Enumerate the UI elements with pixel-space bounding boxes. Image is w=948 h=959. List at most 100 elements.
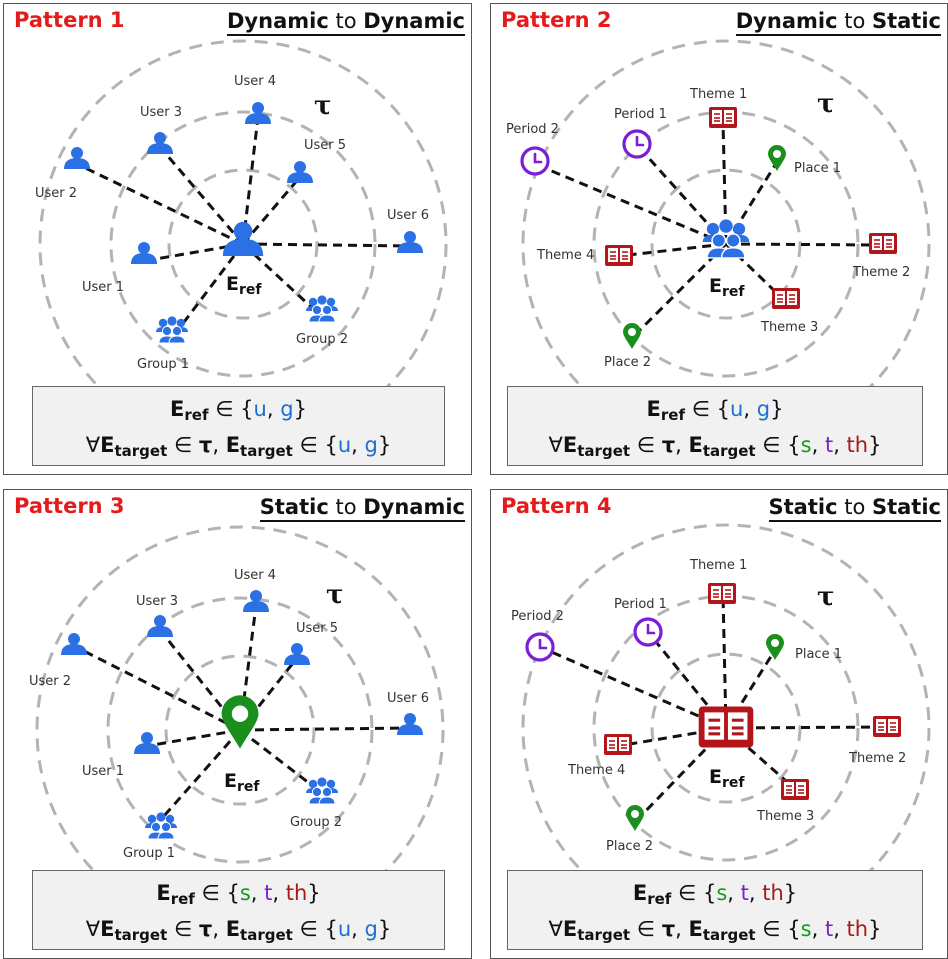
pin-icon bbox=[766, 634, 784, 660]
label-group2: Group 2 bbox=[290, 815, 342, 830]
formula-line-ref: Eref ∈ {s, t, th} bbox=[632, 881, 798, 908]
edge-theme2 bbox=[725, 242, 880, 247]
user-icon bbox=[131, 242, 157, 264]
edge-group1 bbox=[173, 243, 245, 335]
book-icon bbox=[603, 733, 633, 756]
pin-icon bbox=[623, 323, 641, 349]
label-theme2: Theme 2 bbox=[848, 751, 906, 766]
label-user4: User 4 bbox=[234, 74, 276, 89]
clock-icon bbox=[525, 632, 555, 662]
edge-user6 bbox=[239, 726, 411, 732]
clock-icon bbox=[633, 617, 663, 647]
group-icon bbox=[155, 315, 189, 344]
ref-book-icon bbox=[697, 704, 755, 750]
user-icon bbox=[397, 713, 423, 735]
formula-box: Eref ∈ {s, t, th} ∀Etarget ∈ τ, Etarget … bbox=[507, 870, 923, 950]
label-theme4: Theme 4 bbox=[536, 248, 594, 263]
eref-label: Eref bbox=[709, 275, 745, 300]
group-icon bbox=[305, 776, 339, 805]
ring-inner bbox=[167, 168, 319, 320]
ring-inner bbox=[650, 168, 802, 320]
tau-symbol: τ bbox=[314, 91, 332, 121]
book-icon bbox=[868, 232, 898, 255]
label-place2: Place 2 bbox=[606, 839, 653, 854]
pin-icon bbox=[626, 805, 644, 831]
panel-title: Pattern 3 bbox=[14, 494, 125, 518]
formula-line-target: ∀Etarget ∈ τ, Etarget ∈ {s, t, th} bbox=[548, 917, 882, 944]
panel-header: Dynamic to Dynamic bbox=[227, 8, 465, 36]
formula-box: Eref ∈ {s, t, th} ∀Etarget ∈ τ, Etarget … bbox=[32, 870, 445, 950]
label-user6: User 6 bbox=[387, 208, 429, 223]
user-icon bbox=[147, 615, 173, 637]
user-icon bbox=[147, 132, 173, 154]
label-place1: Place 1 bbox=[794, 161, 841, 176]
edge-user3 bbox=[158, 146, 245, 245]
formula-line-ref: Eref ∈ {s, t, th} bbox=[156, 881, 321, 908]
formula-line-target: ∀Etarget ∈ τ, Etarget ∈ {s, t, th} bbox=[548, 433, 882, 460]
ring-inner bbox=[164, 654, 316, 806]
book-icon bbox=[872, 715, 902, 738]
edge-user2 bbox=[73, 644, 241, 732]
label-theme1: Theme 1 bbox=[689, 558, 747, 573]
pattern-3-panel: Pattern 3 Static to Dynamic User 1 User … bbox=[3, 489, 472, 959]
eref-label: Eref bbox=[224, 770, 260, 795]
user-icon bbox=[287, 161, 313, 183]
panel-header: Static to Static bbox=[768, 494, 941, 522]
book-icon bbox=[604, 244, 634, 267]
edge-group2 bbox=[239, 728, 323, 795]
eref-label: Eref bbox=[709, 766, 745, 791]
label-theme4: Theme 4 bbox=[567, 763, 625, 778]
pin-icon bbox=[768, 145, 786, 171]
edge-theme2 bbox=[725, 725, 886, 730]
label-group2: Group 2 bbox=[296, 332, 348, 347]
label-user3: User 3 bbox=[136, 594, 178, 609]
label-group1: Group 1 bbox=[123, 846, 175, 861]
label-user4: User 4 bbox=[234, 568, 276, 583]
label-place1: Place 1 bbox=[795, 647, 842, 662]
pattern-2-panel: Pattern 2 Dynamic to Static Theme 1 Them… bbox=[490, 3, 948, 475]
edge-period2 bbox=[534, 162, 727, 246]
pattern-4-panel: Pattern 4 Static to Static Theme 1 Theme… bbox=[490, 489, 948, 959]
formula-line-target: ∀Etarget ∈ τ, Etarget ∈ {u, g} bbox=[85, 433, 392, 460]
label-period2: Period 2 bbox=[511, 609, 564, 624]
tau-symbol: τ bbox=[817, 89, 835, 119]
ring-inner bbox=[650, 652, 802, 804]
label-period1: Period 1 bbox=[614, 107, 667, 122]
label-user1: User 1 bbox=[82, 764, 124, 779]
panel-title: Pattern 2 bbox=[501, 8, 612, 32]
clock-icon bbox=[520, 146, 550, 176]
label-period2: Period 2 bbox=[506, 122, 559, 137]
clock-icon bbox=[622, 129, 652, 159]
user-icon bbox=[284, 643, 310, 665]
label-theme3: Theme 3 bbox=[756, 809, 814, 824]
edge-theme1 bbox=[721, 593, 728, 729]
panel-header: Static to Dynamic bbox=[259, 494, 465, 522]
group-icon bbox=[144, 811, 178, 840]
panel-title: Pattern 1 bbox=[14, 8, 125, 32]
ring-middle bbox=[106, 596, 374, 864]
label-user5: User 5 bbox=[304, 138, 346, 153]
edge-group2 bbox=[241, 242, 323, 318]
edge-place2 bbox=[630, 242, 728, 340]
formula-box: Eref ∈ {u, g} ∀Etarget ∈ τ, Etarget ∈ {s… bbox=[507, 386, 923, 466]
label-user2: User 2 bbox=[29, 674, 71, 689]
edge-user1 bbox=[146, 728, 241, 748]
formula-box: Eref ∈ {u, g} ∀Etarget ∈ τ, Etarget ∈ {u… bbox=[32, 386, 445, 466]
label-user2: User 2 bbox=[35, 186, 77, 201]
ring-middle bbox=[109, 110, 377, 378]
label-theme1: Theme 1 bbox=[689, 87, 747, 102]
label-theme2: Theme 2 bbox=[852, 265, 910, 280]
label-theme3: Theme 3 bbox=[760, 320, 818, 335]
user-icon bbox=[397, 231, 423, 253]
edge-theme4 bbox=[618, 242, 727, 258]
user-icon bbox=[64, 147, 90, 169]
user-icon bbox=[134, 732, 160, 754]
label-user3: User 3 bbox=[140, 105, 182, 120]
tau-symbol: τ bbox=[326, 580, 344, 610]
pattern-1-panel: Pattern 1 Dynamic to Dynamic User 1 User… bbox=[3, 3, 472, 475]
formula-line-target: ∀Etarget ∈ τ, Etarget ∈ {u, g} bbox=[85, 917, 392, 944]
label-user5: User 5 bbox=[296, 621, 338, 636]
label-user1: User 1 bbox=[82, 280, 124, 295]
label-place2: Place 2 bbox=[604, 355, 651, 370]
tau-symbol: τ bbox=[817, 582, 835, 612]
